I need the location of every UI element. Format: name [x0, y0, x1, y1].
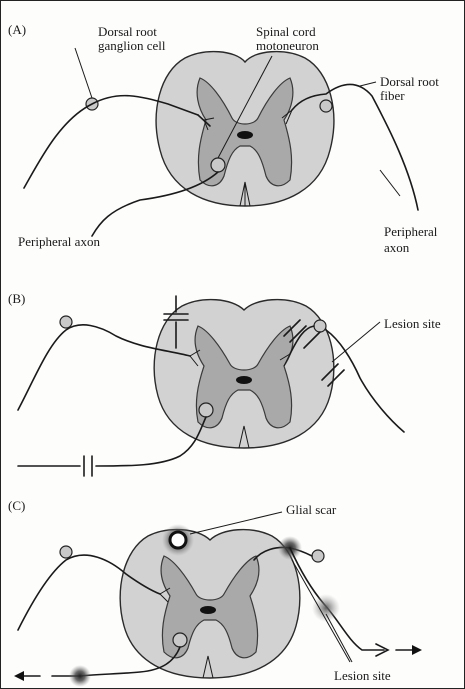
lesion-label-b: Lesion site	[384, 316, 441, 331]
glial-label: Glial scar	[286, 502, 337, 517]
arrow-left-head	[14, 671, 24, 681]
central-canal-c	[200, 606, 216, 614]
drg-cell-left-b	[60, 316, 72, 328]
drf-label-1: Dorsal root	[380, 74, 439, 89]
pa-right-label-2: axon	[384, 240, 410, 255]
mn-label-2: motoneuron	[256, 38, 319, 53]
central-canal-b	[236, 376, 252, 384]
panel-a-letter: (A)	[8, 22, 26, 37]
drg-cell-left-c	[60, 546, 72, 558]
arrow-right-head	[412, 645, 422, 655]
drg-cell-right-c	[312, 550, 324, 562]
right-peripheral-axon-b	[326, 330, 404, 432]
panel-b-letter: (B)	[8, 291, 25, 306]
drg-label-line-a	[75, 48, 92, 98]
drg-cell-right-a	[320, 100, 332, 112]
motoneuron-c	[173, 633, 187, 647]
motoneuron-a	[211, 158, 225, 172]
mn-label-1: Spinal cord	[256, 24, 316, 39]
drg-cell-right-b	[314, 320, 326, 332]
drf-label-2: fiber	[380, 88, 405, 103]
central-canal-a	[237, 131, 253, 139]
lesion-line-1-c	[292, 560, 350, 662]
pa-right-label-1: Peripheral	[384, 224, 438, 239]
lesion-label-c: Lesion site	[334, 668, 391, 683]
drg-label-1: Dorsal root	[98, 24, 157, 39]
panel-b: (B) Lesion site	[8, 291, 441, 476]
motoneuron-b	[199, 403, 213, 417]
drg-label-2: ganglion cell	[98, 38, 166, 53]
glial-scar-core	[170, 532, 186, 548]
pa-right-label-line-a	[380, 170, 400, 196]
lesion-blot-motor-c	[69, 665, 91, 687]
panel-a: (A) Dorsal root ganglion cell Spinal cor…	[8, 22, 439, 255]
lesion-line-2-c	[326, 614, 352, 662]
pa-left-label: Peripheral axon	[18, 234, 100, 249]
drf-label-line-a	[360, 82, 376, 86]
panel-c: (C) Glial scar Lesion site	[8, 498, 422, 687]
panel-c-letter: (C)	[8, 498, 25, 513]
lesion-blot-peripheral-c	[312, 594, 340, 622]
